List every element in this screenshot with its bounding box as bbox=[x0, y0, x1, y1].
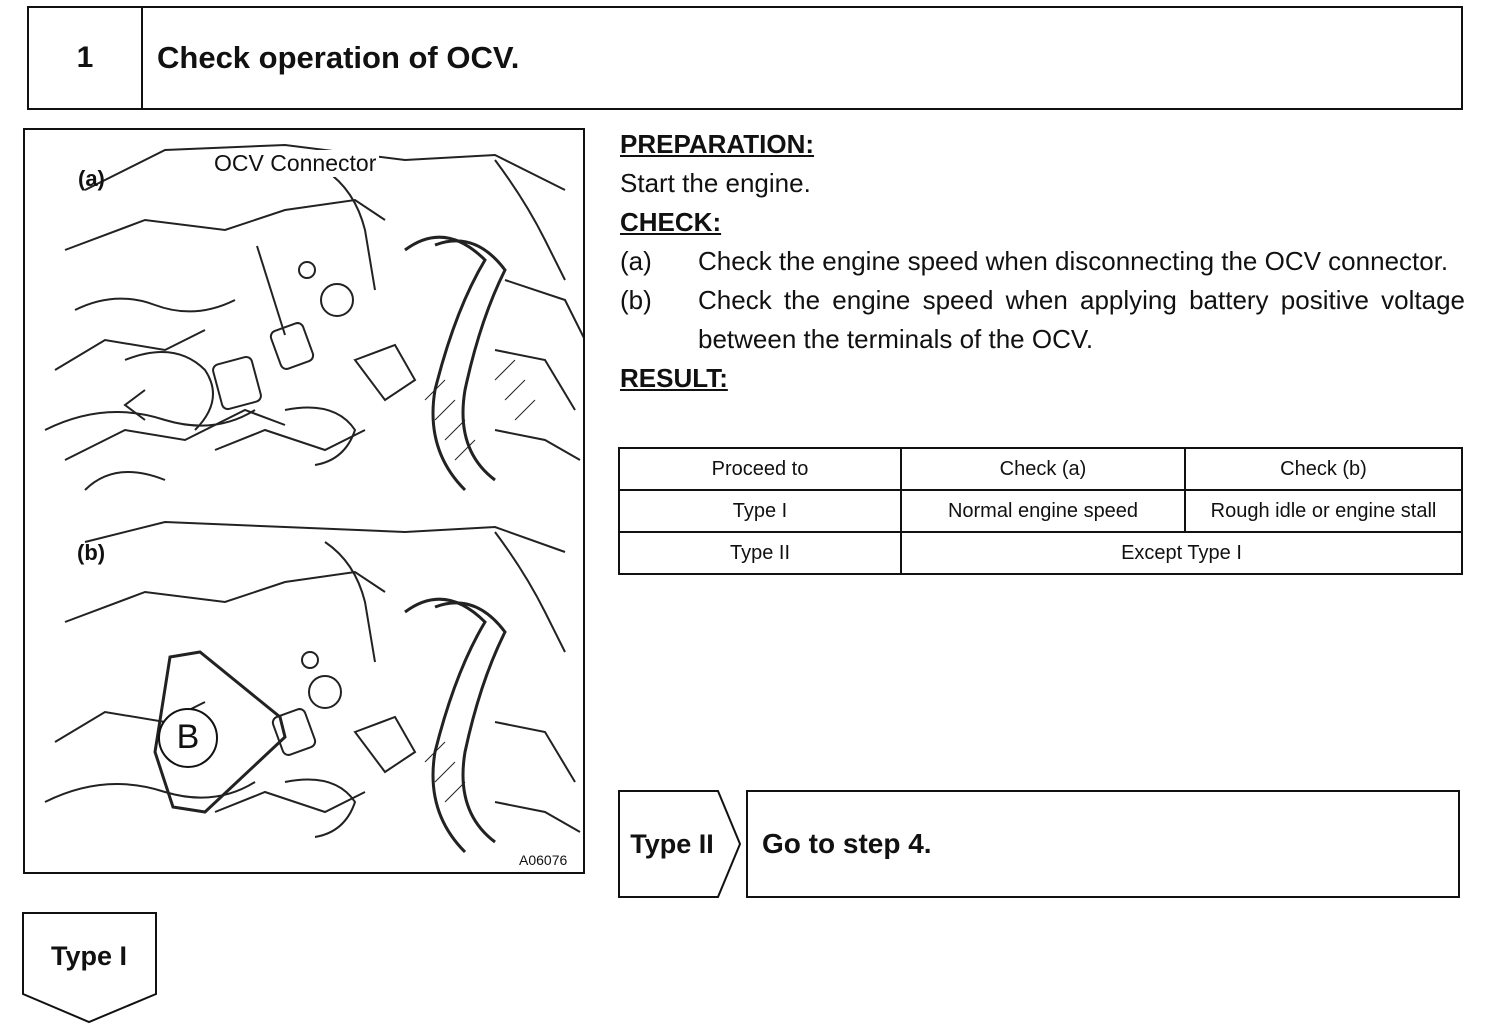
header-cell: Check (b) bbox=[1184, 447, 1463, 491]
table-cell: Normal engine speed bbox=[900, 489, 1186, 533]
figure-label-b: (b) bbox=[77, 540, 106, 565]
table-row: Type I Normal engine speed Rough idle or… bbox=[618, 489, 1463, 533]
figure-label-a: (a) bbox=[78, 166, 105, 191]
check-item: (b) Check the engine speed when applying… bbox=[620, 281, 1465, 359]
table-cell: Except Type I bbox=[900, 531, 1463, 575]
ocv-connector-label: OCV Connector bbox=[211, 150, 380, 177]
engine-line-drawing bbox=[44, 143, 583, 854]
preparation-heading: PREPARATION: bbox=[620, 129, 815, 159]
type-i-label: Type I bbox=[50, 940, 128, 971]
step-header: 1 Check operation of OCV. bbox=[27, 6, 1463, 110]
result-heading: RESULT: bbox=[620, 363, 728, 393]
header-cell: Check (a) bbox=[900, 447, 1186, 491]
type-ii-action: Go to step 4. bbox=[746, 790, 1460, 898]
type-ii-label: Type II bbox=[630, 828, 714, 859]
figure-code: A06076 bbox=[519, 852, 568, 868]
table-row: Type II Except Type I bbox=[618, 531, 1463, 575]
battery-symbol: B bbox=[176, 718, 200, 756]
check-item: (a) Check the engine speed when disconne… bbox=[620, 242, 1465, 281]
table-cell: Rough idle or engine stall bbox=[1184, 489, 1463, 533]
procedure-text: PREPARATION: Start the engine. CHECK: (a… bbox=[620, 125, 1465, 398]
step-number: 1 bbox=[29, 8, 143, 108]
header-cell: Proceed to bbox=[618, 447, 902, 491]
check-item-text: Check the engine speed when applying bat… bbox=[698, 285, 1465, 354]
type-ii-arrow-tag bbox=[618, 790, 742, 898]
ocv-illustration: (a) OCV Connector (b) B A06076 bbox=[23, 128, 585, 874]
table-cell: Type I bbox=[618, 489, 902, 533]
check-item-text: Check the engine speed when disconnectin… bbox=[698, 246, 1449, 276]
step-title: Check operation of OCV. bbox=[157, 40, 520, 75]
check-item-key: (b) bbox=[620, 285, 652, 315]
preparation-text: Start the engine. bbox=[620, 168, 811, 198]
type-i-arrow-tag bbox=[22, 912, 157, 1024]
table-header-row: Proceed to Check (a) Check (b) bbox=[618, 447, 1463, 491]
check-item-key: (a) bbox=[620, 246, 652, 276]
result-table: Proceed to Check (a) Check (b) Type I No… bbox=[618, 447, 1463, 575]
check-heading: CHECK: bbox=[620, 207, 722, 237]
table-cell: Type II bbox=[618, 531, 902, 575]
